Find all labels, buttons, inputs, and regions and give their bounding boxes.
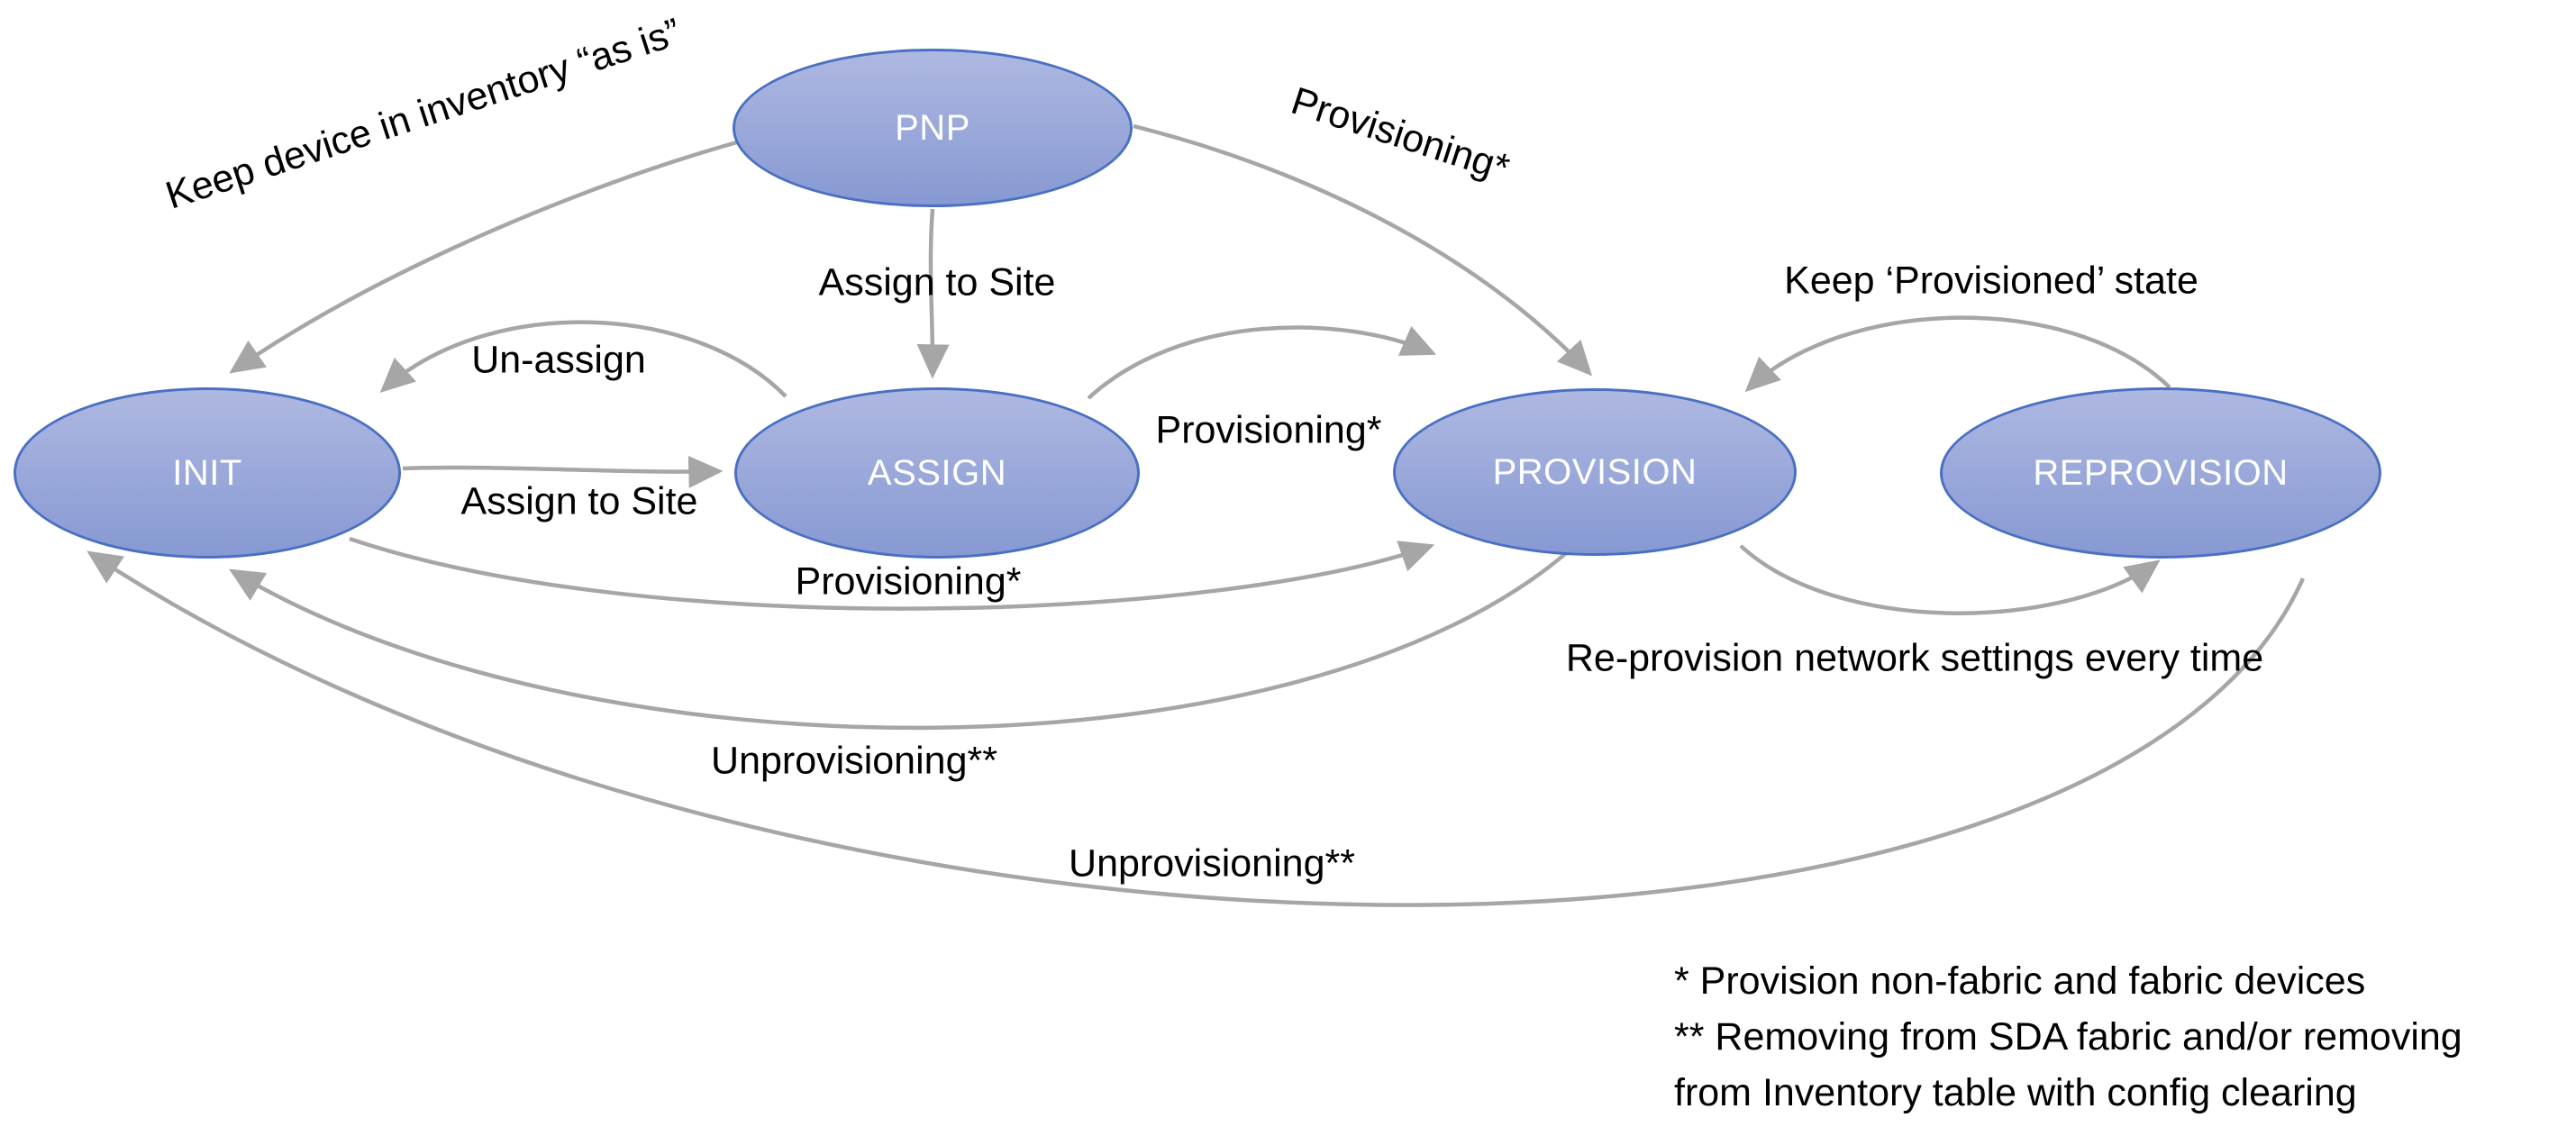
edge-assign-to-provision [1087,325,1437,400]
footnotes: * Provision non-fabric and fabric device… [1674,953,2462,1121]
edge-label-reprovision-network-settings: Re-provision network settings every time [1565,636,2264,680]
footnote-line-3: from Inventory table with config clearin… [1674,1071,2357,1114]
state-reprovision: REPROVISION [1940,387,2381,559]
edge-label-un-assign: Un-assign [471,338,646,382]
state-provision: PROVISION [1393,388,1797,556]
state-init-label: INIT [172,452,242,493]
edge-reprovision-to-init-unprovision [86,550,2306,907]
edge-label-keep-provisioned-state: Keep ‘Provisioned’ state [1784,259,2198,303]
footnote-line-2: ** Removing from SDA fabric and/or remov… [1674,1015,2462,1059]
edge-provision-to-reprovision [1739,544,2161,615]
state-pnp: PNP [733,49,1133,207]
edge-label-provisioning-assign: Provisioning* [1155,408,1382,452]
state-assign-label: ASSIGN [867,452,1007,493]
edge-pnp-to-provision [1133,123,1593,377]
edge-label-provisioning-init: Provisioning* [795,559,1022,604]
state-reprovision-label: REPROVISION [2033,452,2289,493]
state-pnp-label: PNP [895,107,970,148]
edge-pnp-to-assign [916,208,950,379]
edge-label-assign-to-site-pnp: Assign to Site [818,260,1056,304]
state-init: INIT [14,387,401,559]
edge-label-unprovisioning-1: Unprovisioning** [711,739,997,783]
state-assign: ASSIGN [734,387,1140,559]
edge-reprovision-to-provision [1744,315,2171,393]
edge-label-unprovisioning-2: Unprovisioning** [1069,841,1355,886]
edge-pnp-to-init [229,140,738,374]
edge-label-assign-to-site-init: Assign to Site [460,479,698,523]
state-provision-label: PROVISION [1492,451,1698,492]
edge-provision-to-init-unprovision [229,546,1574,731]
edge-assign-to-init [379,320,787,398]
edge-init-to-provision [349,536,1435,611]
footnote-line-1: * Provision non-fabric and fabric device… [1674,959,2366,1003]
edge-init-to-assign [402,455,724,488]
